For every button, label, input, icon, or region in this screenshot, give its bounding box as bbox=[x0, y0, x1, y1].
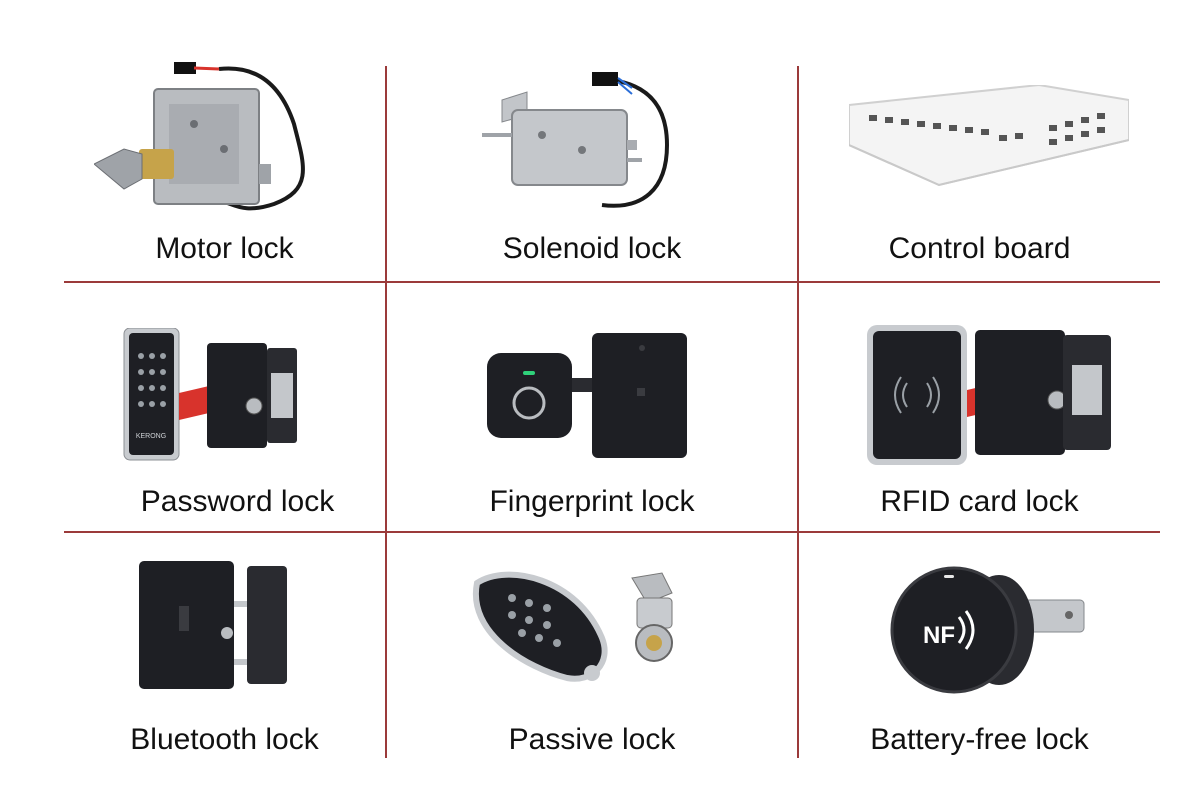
product-card-battery-free-lock[interactable]: NF Battery-free lock bbox=[799, 533, 1160, 758]
passive-lock-icon bbox=[467, 563, 697, 693]
password-lock-icon: KERONG bbox=[119, 328, 299, 468]
product-label: Password lock bbox=[140, 485, 335, 518]
product-label: Bluetooth lock bbox=[130, 723, 319, 756]
control-board-icon bbox=[849, 85, 1129, 195]
product-card-rfid-card-lock[interactable]: RFID card lock bbox=[799, 283, 1160, 531]
product-label: Fingerprint lock bbox=[489, 485, 695, 518]
product-card-motor-lock[interactable]: Motor lock bbox=[64, 40, 385, 281]
nfc-mark-text: NF bbox=[923, 622, 955, 649]
vertical-divider-1 bbox=[385, 66, 387, 758]
product-card-control-board[interactable]: Control board bbox=[799, 40, 1160, 281]
battery-free-lock-icon: NF bbox=[889, 555, 1089, 705]
product-label: Solenoid lock bbox=[502, 232, 682, 265]
product-card-solenoid-lock[interactable]: Solenoid lock bbox=[387, 40, 797, 281]
product-label: Passive lock bbox=[508, 723, 676, 756]
horizontal-divider-2 bbox=[64, 531, 1160, 533]
motor-lock-icon bbox=[94, 54, 334, 224]
product-card-bluetooth-lock[interactable]: Bluetooth lock bbox=[64, 533, 385, 758]
product-label: Motor lock bbox=[155, 232, 294, 265]
product-label: RFID card lock bbox=[880, 485, 1079, 518]
bluetooth-lock-icon bbox=[139, 561, 299, 696]
product-card-password-lock[interactable]: KERONG Password lock bbox=[64, 283, 385, 531]
product-card-passive-lock[interactable]: Passive lock bbox=[387, 533, 797, 758]
vertical-divider-2 bbox=[797, 66, 799, 758]
rfid-card-lock-icon bbox=[867, 325, 1117, 470]
product-label: Control board bbox=[888, 232, 1071, 265]
product-card-fingerprint-lock[interactable]: Fingerprint lock bbox=[387, 283, 797, 531]
product-label: Battery-free lock bbox=[870, 723, 1089, 756]
keypad-brand-text: KERONG bbox=[136, 433, 166, 440]
fingerprint-lock-icon bbox=[487, 333, 707, 463]
horizontal-divider-1 bbox=[64, 281, 1160, 283]
solenoid-lock-icon bbox=[482, 60, 702, 220]
